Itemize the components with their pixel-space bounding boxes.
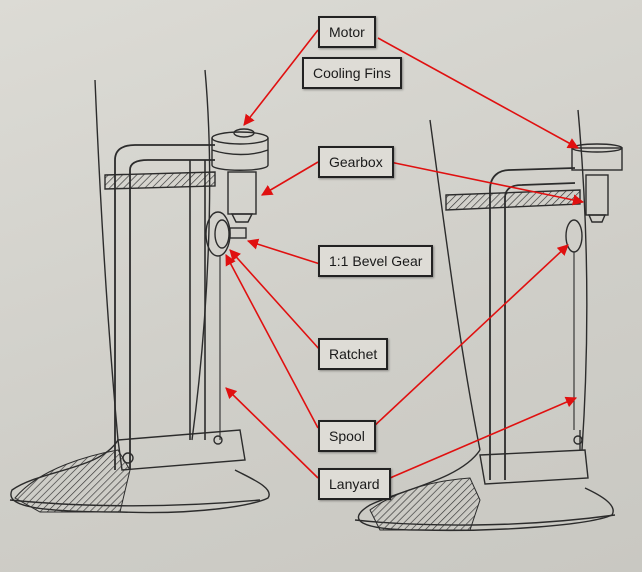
label-spool: Spool xyxy=(318,420,376,452)
label-gearbox: Gearbox xyxy=(318,146,394,178)
label-ratchet: Ratchet xyxy=(318,338,388,370)
label-cooling-fins: Cooling Fins xyxy=(302,57,402,89)
label-motor: Motor xyxy=(318,16,376,48)
label-bevel-gear: 1:1 Bevel Gear xyxy=(318,245,433,277)
left-leg-sketch xyxy=(10,70,269,513)
label-lanyard: Lanyard xyxy=(318,468,391,500)
